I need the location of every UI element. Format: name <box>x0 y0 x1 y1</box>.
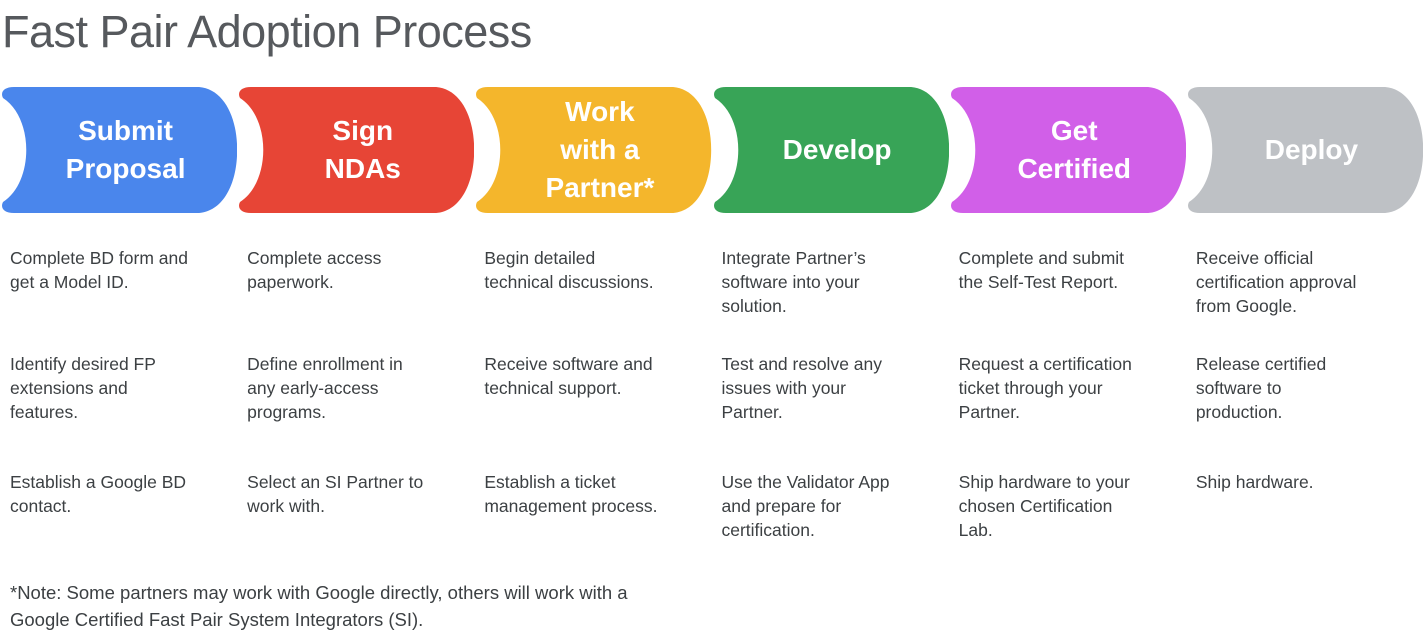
stage-label: Submit Proposal <box>65 115 186 184</box>
stage-get-certified: Get Certified <box>949 87 1186 213</box>
stage-develop: Develop <box>712 87 949 213</box>
page-title: Fast Pair Adoption Process <box>2 6 532 57</box>
step-cell: Complete access paperwork. <box>247 248 382 292</box>
step-cell: Complete BD form and get a Model ID. <box>10 248 188 292</box>
step-cell: Test and resolve any issues with your Pa… <box>721 354 883 422</box>
stage-shape-icon <box>239 87 475 213</box>
step-cell: Release certified software to production… <box>1195 354 1327 422</box>
step-cell: Complete and submit the Self-Test Report… <box>958 248 1125 292</box>
stage-shape-icon <box>950 87 1186 213</box>
step-cell: Receive official certification approval … <box>1195 248 1357 316</box>
footnote: *Note: Some partners may work with Googl… <box>10 582 628 630</box>
process-stage-band: Submit Proposal Sign NDAs Work with a Pa… <box>0 87 1423 213</box>
stage-work-with-partner: Work with a Partner* <box>474 87 712 213</box>
stage-submit-proposal: Submit Proposal <box>0 87 238 213</box>
step-cell: Establish a ticket management process. <box>484 472 658 516</box>
stage-deploy: Deploy <box>1186 87 1423 213</box>
stage-shape-icon <box>2 87 238 213</box>
step-cell: Request a certification ticket through y… <box>958 354 1132 422</box>
stage-sign-ndas: Sign NDAs <box>237 87 475 213</box>
step-cell: Establish a Google BD contact. <box>10 472 187 516</box>
step-cell: Use the Validator App and prepare for ce… <box>721 472 890 540</box>
stage-label: Sign NDAs <box>324 115 401 184</box>
step-cell: Identify desired FP extensions and featu… <box>10 354 156 422</box>
step-cell: Select an SI Partner to work with. <box>247 472 424 516</box>
stage-shape-icon <box>713 87 949 213</box>
stage-label: Get Certified <box>1017 115 1132 184</box>
step-cell: Ship hardware. <box>1195 472 1314 492</box>
stage-label: Develop <box>782 134 892 165</box>
stage-label: Work with a Partner* <box>545 96 655 203</box>
step-cell: Ship hardware to your chosen Certificati… <box>958 472 1130 540</box>
step-cell: Receive software and technical support. <box>484 354 653 398</box>
stage-shape-icon <box>1187 87 1423 213</box>
stage-label: Deploy <box>1264 134 1359 165</box>
step-cell: Integrate Partner’s software into your s… <box>721 248 866 316</box>
step-cell: Begin detailed technical discussions. <box>484 248 654 292</box>
stage-shape-icon <box>476 87 712 213</box>
stage-descriptions: Complete BD form and get a Model ID. Com… <box>0 246 1423 542</box>
step-cell: Define enrollment in any early-access pr… <box>247 354 403 422</box>
